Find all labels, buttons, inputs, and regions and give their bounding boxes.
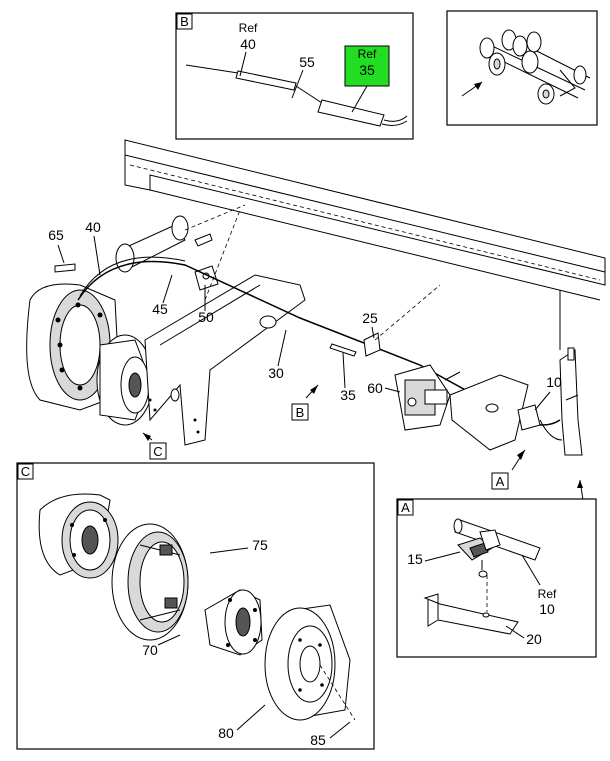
detail-c-box: C 75 70: [16, 462, 375, 750]
parking-brake-lever: [539, 347, 583, 456]
cable-sleeve-35: [317, 99, 385, 127]
cross-member: [144, 274, 306, 446]
locator-box: [446, 10, 598, 126]
callout-65: 65: [48, 227, 64, 243]
box-label-b: B: [296, 405, 305, 420]
ref-40-number: 40: [240, 36, 256, 52]
shim-65: [54, 263, 76, 273]
callout-25: 25: [362, 310, 378, 326]
box-label-a: A: [496, 474, 505, 489]
callout-80: 80: [218, 725, 234, 741]
callout-10: 10: [546, 374, 562, 390]
ref-35-ref-text: Ref: [358, 47, 377, 61]
detail-a-box: A 15 Ref 10 20: [396, 498, 597, 658]
callout-30: 30: [268, 365, 284, 381]
detail-a-ref-text: Ref: [538, 587, 557, 601]
detail-b-box: B Ref 35 Ref 40 55: [175, 12, 414, 140]
callout-55: 55: [299, 54, 315, 70]
frame-rail: [124, 139, 606, 286]
box-label-c: C: [153, 444, 162, 459]
ref-40-ref-text: Ref: [239, 21, 258, 35]
callout-15: 15: [407, 551, 423, 567]
callout-40: 40: [85, 219, 101, 235]
callout-50: 50: [198, 309, 214, 325]
parking-brake-cable: [77, 260, 561, 426]
mounting-plate: [449, 374, 529, 451]
callout-60: 60: [367, 380, 383, 396]
cable-clip-15: [457, 529, 501, 578]
detail-a-label: A: [401, 500, 410, 515]
ref-35-number: 35: [359, 62, 375, 78]
callout-45: 45: [152, 301, 168, 317]
detail-b-label: B: [180, 14, 189, 29]
callout-85: 85: [310, 732, 326, 748]
brake-actuator-60: [394, 364, 461, 431]
detail-a-ref-number: 10: [539, 601, 555, 617]
detail-c-label: C: [21, 464, 30, 479]
arrow-icon: [461, 81, 483, 97]
callout-75: 75: [252, 537, 268, 553]
truck-chassis-icon: [479, 29, 591, 105]
callout-35: 35: [340, 387, 356, 403]
callout-20: 20: [526, 631, 542, 647]
callout-70: 70: [142, 642, 158, 658]
main-assembly: 65 40 45 50 30 25 35 60 10 C B A E: [26, 139, 606, 517]
mounting-bracket-20: [423, 593, 519, 635]
